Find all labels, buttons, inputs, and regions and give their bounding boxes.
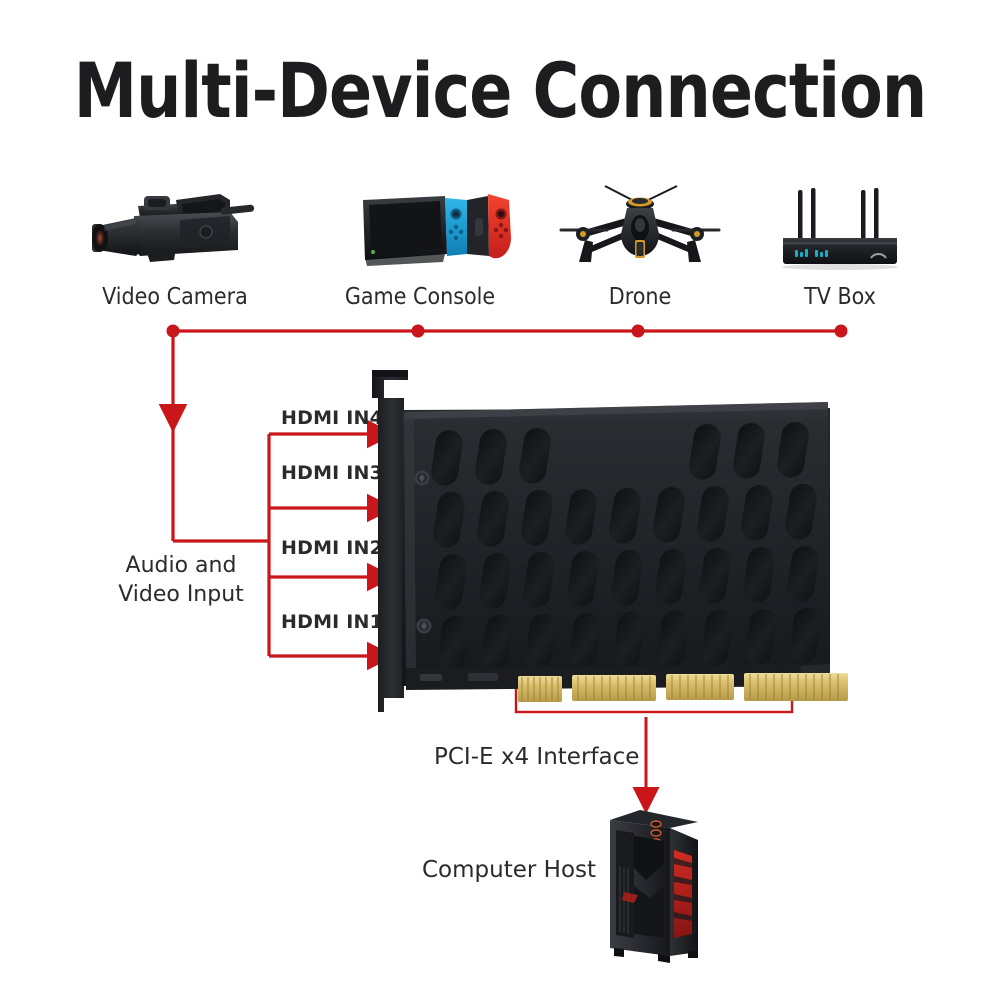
av-label-line-2: Video Input xyxy=(118,582,244,607)
hdmi-in4-label: HDMI IN4 xyxy=(281,407,384,429)
hdmi-in3-label: HDMI IN3 xyxy=(281,462,384,484)
device-label: Game Console xyxy=(344,284,496,310)
av-label-line-1: Audio and xyxy=(125,553,237,578)
device-game-console: Game Console xyxy=(325,178,515,310)
device-drone: Drone xyxy=(545,178,735,310)
computer-tower-icon xyxy=(594,806,724,966)
card-vent-slots xyxy=(431,421,821,672)
device-video-camera: Video Camera xyxy=(80,178,270,310)
page-title: Multi-Device Connection xyxy=(73,46,927,135)
computer-host-label: Computer Host xyxy=(422,857,597,883)
pcie-interface-label: PCI-E x4 Interface xyxy=(434,744,640,770)
bus-dot-drone xyxy=(631,324,645,338)
hdmi-in2-label: HDMI IN2 xyxy=(281,537,384,559)
game-console-icon xyxy=(325,178,515,278)
tv-box-icon xyxy=(745,178,935,278)
bus-dot-game-console xyxy=(411,324,425,338)
hdmi-in1-label: HDMI IN1 xyxy=(281,611,384,633)
audio-video-input-label: Audio and Video Input xyxy=(101,551,261,609)
card-bracket xyxy=(372,370,408,712)
video-camera-icon xyxy=(80,178,270,278)
device-label: TV Box xyxy=(804,284,876,310)
pcie-capture-card xyxy=(360,368,860,728)
device-tv-box: TV Box xyxy=(745,178,935,310)
device-label: Video Camera xyxy=(102,284,248,310)
card-screw-bottom xyxy=(416,618,432,634)
card-screw-top xyxy=(414,470,430,486)
drone-icon xyxy=(545,178,735,278)
bus-dot-tv-box xyxy=(834,324,848,338)
device-label: Drone xyxy=(608,284,672,310)
pcie-gold-contacts xyxy=(518,673,848,702)
